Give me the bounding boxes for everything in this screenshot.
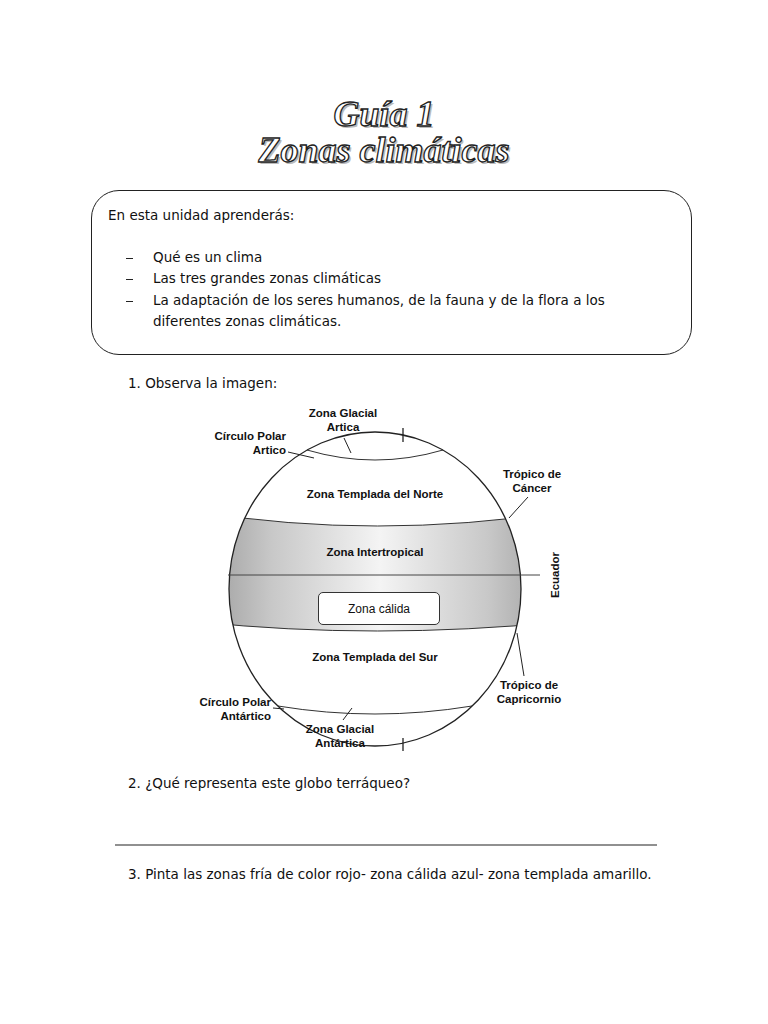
question-text: 2. ¿Qué representa este globo terráqueo?: [128, 773, 732, 795]
bullet-row: Qué es un clima: [108, 247, 673, 269]
tropic-label: Trópico de Capricornio: [484, 678, 574, 707]
box-heading: En esta unidad aprenderás:: [108, 205, 675, 227]
bullet-dash: [126, 301, 133, 302]
bullet-row: La adaptación de los seres humanos, de l…: [108, 290, 673, 333]
equator-label: Ecuador: [548, 552, 562, 598]
box-heading-row: En esta unidad aprenderás:: [108, 205, 675, 227]
leader-line: [509, 497, 528, 518]
circle-label: Círculo Polar Antártico: [175, 695, 271, 724]
bullet-dash: [126, 279, 133, 280]
page-title: Guía 1: [0, 95, 768, 135]
pole-tick: [402, 738, 403, 751]
leader-line: [517, 633, 524, 676]
instruction-text: 1. Observa la imagen:: [128, 373, 572, 395]
leader-line: [273, 708, 284, 709]
circle-label: Círculo Polar Artico: [190, 429, 286, 458]
globe-outline: [229, 432, 521, 746]
page-subtitle: Zonas climáticas: [0, 131, 768, 171]
zone-label: Zona Templada del Sur: [265, 650, 485, 664]
zone-label: Zona Glacial Antártica: [298, 722, 382, 751]
box-text: Zona cálida: [348, 602, 410, 616]
bullet-text: Qué es un clima: [153, 247, 673, 269]
bullet-text: La adaptación de los seres humanos, de l…: [153, 290, 673, 333]
intertropical-band: [200, 512, 560, 631]
objectives-box: En esta unidad aprenderás: Qué es un clim…: [91, 190, 692, 355]
instruction-text: 3. Pinta las zonas fría de color rojo- z…: [128, 864, 692, 886]
pole-tick: [402, 428, 403, 442]
leader-line: [343, 708, 352, 720]
bullet-dash: [126, 258, 133, 259]
bullet-text: Las tres grandes zonas climáticas: [153, 268, 673, 290]
tropic-label: Trópico de Cáncer: [492, 467, 572, 496]
leader-line: [288, 452, 314, 458]
leader-line: [344, 438, 351, 453]
bullet-row: Las tres grandes zonas climáticas: [108, 268, 673, 290]
zone-callout-box: Zona cálida: [318, 592, 440, 625]
zone-label: Zona Glacial Artica: [303, 406, 383, 435]
answer-line: [115, 844, 657, 845]
zone-label: Zona Templada del Norte: [265, 487, 485, 501]
equator-line: [228, 575, 540, 576]
arctic-circle-line: [307, 450, 443, 460]
antarctic-circle-line: [278, 706, 472, 714]
zone-label: Zona Intertropical: [265, 545, 485, 559]
